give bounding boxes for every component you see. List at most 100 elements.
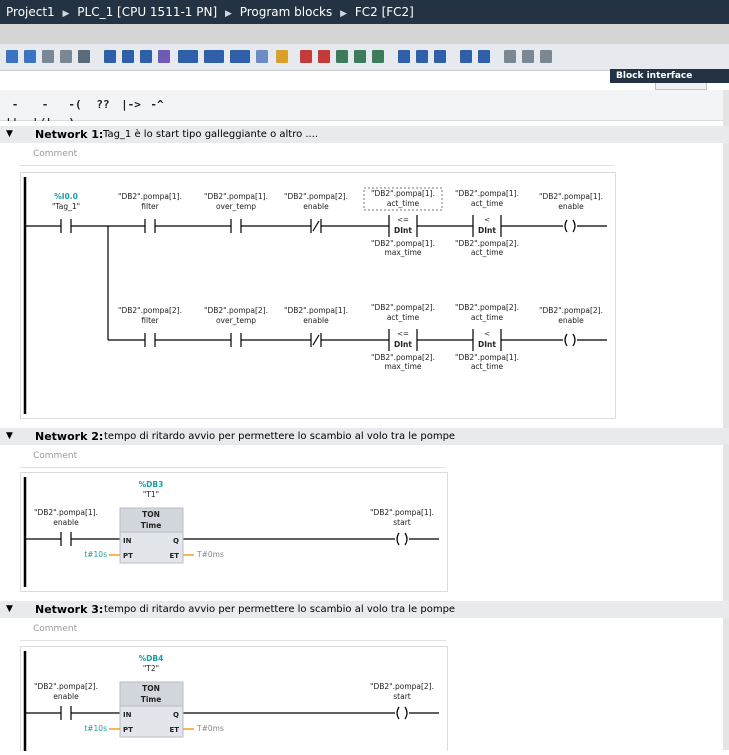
network-2-ladder: %DB3 "T1" TON Time "DB2".pompa[1]. enabl… — [23, 477, 439, 587]
contact-filter1-line1[interactable]: "DB2".pompa[1]. — [118, 192, 182, 201]
open-branch-button[interactable]: |-> — [121, 98, 141, 111]
cmp1-top-line1[interactable]: "DB2".pompa[1]. — [371, 189, 435, 198]
network-2-title[interactable]: tempo di ritardo avvio per permettere lo… — [104, 431, 456, 442]
favorites-icon[interactable] — [276, 50, 288, 63]
open-branch-icon[interactable] — [42, 50, 54, 63]
cmp2-top-line2: act_time — [471, 199, 504, 208]
breadcrumb-project[interactable]: Project1 — [6, 5, 55, 19]
timer1-db-name[interactable]: "T1" — [143, 490, 159, 499]
timer2-q-pin: Q — [173, 711, 179, 719]
timer2-et-value[interactable]: T#0ms — [196, 724, 224, 733]
collapse-arrow-icon[interactable]: ▼ — [6, 431, 13, 441]
network-1-title[interactable]: Tag_1 è lo start tipo galleggiante o alt… — [103, 129, 319, 140]
coil-enable1-line1[interactable]: "DB2".pompa[1]. — [539, 192, 603, 201]
coil-start2-line1[interactable]: "DB2".pompa[2]. — [370, 682, 434, 691]
timer2-type[interactable]: TON — [142, 684, 160, 693]
delete-network-icon[interactable] — [24, 50, 36, 63]
insert-network-icon[interactable] — [6, 50, 18, 63]
contact-tag1-name[interactable]: "Tag_1" — [52, 202, 80, 211]
no-contact-button[interactable]: -||- — [5, 98, 25, 129]
absolute-operands-icon[interactable] — [178, 50, 198, 63]
coil-button[interactable]: -( )- — [68, 98, 82, 129]
breadcrumb-fc2[interactable]: FC2 [FC2] — [354, 5, 414, 19]
contact-enable1-line2: enable — [303, 316, 329, 325]
editor-toolbar — [0, 44, 729, 71]
timer1-datatype[interactable]: Time — [141, 521, 162, 530]
cross-reference-icon[interactable] — [522, 50, 534, 63]
nc-contact-button[interactable]: -|/|- — [32, 98, 59, 129]
contact-enable2-n3-line1[interactable]: "DB2".pompa[2]. — [34, 682, 98, 691]
contact-enable1-line1[interactable]: "DB2".pompa[1]. — [284, 306, 348, 315]
timer1-in-pin: IN — [123, 537, 132, 545]
monitor-off-icon[interactable] — [318, 50, 330, 63]
network-1-comment[interactable]: Comment — [33, 149, 78, 159]
contact-filter2-line1[interactable]: "DB2".pompa[2]. — [118, 306, 182, 315]
insert-row-icon[interactable] — [78, 50, 90, 63]
compare-icon[interactable] — [372, 50, 384, 63]
network-1-header[interactable]: ▼ Network 1: Tag_1 è lo start tipo galle… — [0, 126, 729, 143]
goto-error-icon[interactable] — [478, 50, 490, 63]
goto-next-icon[interactable] — [416, 50, 428, 63]
breadcrumb-program-blocks[interactable]: Program blocks — [239, 5, 333, 19]
network-2-header[interactable]: ▼ Network 2: tempo di ritardo avvio per … — [0, 428, 729, 445]
timer1-type[interactable]: TON — [142, 510, 160, 519]
collapse-arrow-icon[interactable]: ▼ — [6, 604, 13, 614]
network-3-comment[interactable]: Comment — [33, 624, 78, 634]
timer2-db-name[interactable]: "T2" — [143, 664, 159, 673]
network-1-box: %I0.0 "Tag_1" "DB2".pompa[1]. filter "DB… — [20, 172, 616, 419]
coil-enable2-line1[interactable]: "DB2".pompa[2]. — [539, 306, 603, 315]
align-center-icon[interactable] — [122, 50, 134, 63]
align-left-icon[interactable] — [104, 50, 116, 63]
zoom-icon[interactable] — [230, 50, 250, 63]
properties-icon[interactable] — [540, 50, 552, 63]
timer2-datatype[interactable]: Time — [141, 695, 162, 704]
contact-overtemp2-line2: over_temp — [216, 316, 256, 325]
timer1-pt-value[interactable]: t#10s — [84, 550, 107, 559]
network-2-comment[interactable]: Comment — [33, 451, 78, 461]
cmp3-top-line1[interactable]: "DB2".pompa[2]. — [371, 303, 435, 312]
comment-toggle-icon[interactable] — [158, 50, 170, 63]
chevron-right-icon: ▶ — [340, 9, 348, 19]
cmp3-bottom-line1[interactable]: "DB2".pompa[2]. — [371, 353, 435, 362]
cmp2-top-line1[interactable]: "DB2".pompa[1]. — [455, 189, 519, 198]
goto-last-icon[interactable] — [460, 50, 472, 63]
force-table-icon[interactable] — [354, 50, 366, 63]
call-structure-icon[interactable] — [504, 50, 516, 63]
cmp3-type[interactable]: DInt — [394, 340, 412, 349]
contact-overtemp1-line1[interactable]: "DB2".pompa[1]. — [204, 192, 268, 201]
network-3-title[interactable]: tempo di ritardo avvio per permettere lo… — [104, 604, 456, 615]
cmp1-type[interactable]: DInt — [394, 226, 412, 235]
coil-start2-line2: start — [393, 692, 411, 701]
contact-enable2-line1[interactable]: "DB2".pompa[2]. — [284, 192, 348, 201]
network-3-header[interactable]: ▼ Network 3: tempo di ritardo avvio per … — [0, 601, 729, 618]
align-right-icon[interactable] — [140, 50, 152, 63]
block-interface-label[interactable]: Block interface — [610, 69, 729, 83]
cmp2-type[interactable]: DInt — [478, 226, 496, 235]
cmp2-bottom-line1[interactable]: "DB2".pompa[2]. — [455, 239, 519, 248]
cmp1-bottom-line1[interactable]: "DB2".pompa[1]. — [371, 239, 435, 248]
breadcrumb-plc[interactable]: PLC_1 [CPU 1511-1 PN] — [77, 5, 218, 19]
close-branch-icon[interactable] — [60, 50, 72, 63]
symbolic-operands-icon[interactable] — [204, 50, 224, 63]
timer2-pt-value[interactable]: t#10s — [84, 724, 107, 733]
contact-overtemp2-line1[interactable]: "DB2".pompa[2]. — [204, 306, 268, 315]
coil-start1-line1[interactable]: "DB2".pompa[1]. — [370, 508, 434, 517]
watch-table-icon[interactable] — [336, 50, 348, 63]
timer1-et-value[interactable]: T#0ms — [196, 550, 224, 559]
monitor-on-icon[interactable] — [300, 50, 312, 63]
cmp4-type[interactable]: DInt — [478, 340, 496, 349]
cmp4-top-line1[interactable]: "DB2".pompa[2]. — [455, 303, 519, 312]
close-branch-button[interactable]: -^ — [150, 98, 164, 111]
timer1-et-pin: ET — [169, 552, 179, 560]
block-interface-handle[interactable] — [655, 83, 707, 90]
vertical-scrollbar[interactable] — [723, 90, 729, 750]
cmp4-bottom-line1[interactable]: "DB2".pompa[1]. — [455, 353, 519, 362]
contact-enable2-n3-line2: enable — [53, 692, 79, 701]
collapse-arrow-icon[interactable]: ▼ — [6, 129, 13, 139]
divider — [20, 467, 446, 468]
goto-first-icon[interactable] — [434, 50, 446, 63]
contact-enable1-n2-line1[interactable]: "DB2".pompa[1]. — [34, 508, 98, 517]
network-view-icon[interactable] — [256, 50, 268, 63]
empty-box-button[interactable]: ?? — [96, 98, 110, 111]
goto-previous-icon[interactable] — [398, 50, 410, 63]
